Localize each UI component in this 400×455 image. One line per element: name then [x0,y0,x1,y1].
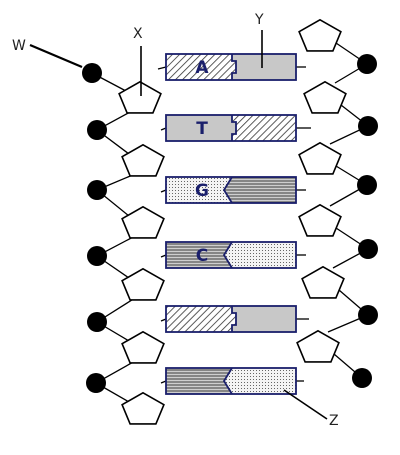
phosphate-group [82,63,102,83]
base-pair-outline [165,53,297,81]
base-letter-a: A [195,58,209,78]
base-right [224,242,296,268]
phosphate-group [87,120,107,140]
phosphate-group [87,246,107,266]
phosphate-group [87,180,107,200]
base-left [166,54,236,80]
label-x: X [133,26,143,42]
deoxyribose-sugar [121,391,165,425]
base-letters: A T G C [195,58,209,266]
hydrogen-bond-join [222,176,233,204]
base-right [232,306,296,332]
base-letter-g: G [195,181,209,201]
phosphate-group [86,373,106,393]
hydrogen-bond-join [231,115,237,141]
base-right [232,115,296,141]
phosphate-group [357,54,377,74]
base-left [166,306,236,332]
deoxyribose-sugar [298,18,342,52]
callout-z-line [283,389,328,420]
label-z: Z [329,413,339,429]
phosphate-group [357,175,377,195]
deoxyribose-sugar [298,141,342,175]
base-left [166,368,232,394]
hydrogen-bond-join [231,54,237,80]
phosphate-group [358,239,378,259]
deoxyribose-sugar [296,329,340,363]
deoxyribose-sugar [121,330,165,364]
deoxyribose-sugar [121,267,165,301]
phosphate-group [358,305,378,325]
base-right [232,54,296,80]
base-right [224,177,296,203]
base-letter-t: T [196,119,208,139]
base-pair-outline [165,114,297,142]
base-pairs [165,53,297,395]
phosphate-group [87,312,107,332]
deoxyribose-sugar [301,265,345,299]
deoxyribose-sugar [118,80,162,114]
deoxyribose-sugar [121,143,165,177]
base-left [166,242,232,268]
label-y: Y [254,12,264,28]
callout-w-line [29,43,83,69]
base-pair-outline [165,305,297,333]
base-letter-c: C [196,246,208,266]
phosphate-group [352,368,372,388]
sugars [118,18,347,425]
deoxyribose-sugar [298,203,342,237]
glycosidic-bond [157,66,167,70]
base-left [166,177,232,203]
callouts: W X Y Z [12,12,339,429]
hydrogen-bond-join [231,306,237,332]
deoxyribose-sugar [303,80,347,114]
deoxyribose-sugar [121,205,165,239]
phosphates [82,54,378,393]
hydrogen-bond-join [222,241,233,269]
label-w: W [12,38,26,54]
base-right [224,368,296,394]
hydrogen-bond-join [222,367,233,395]
base-left [166,115,236,141]
phosphate-group [358,116,378,136]
